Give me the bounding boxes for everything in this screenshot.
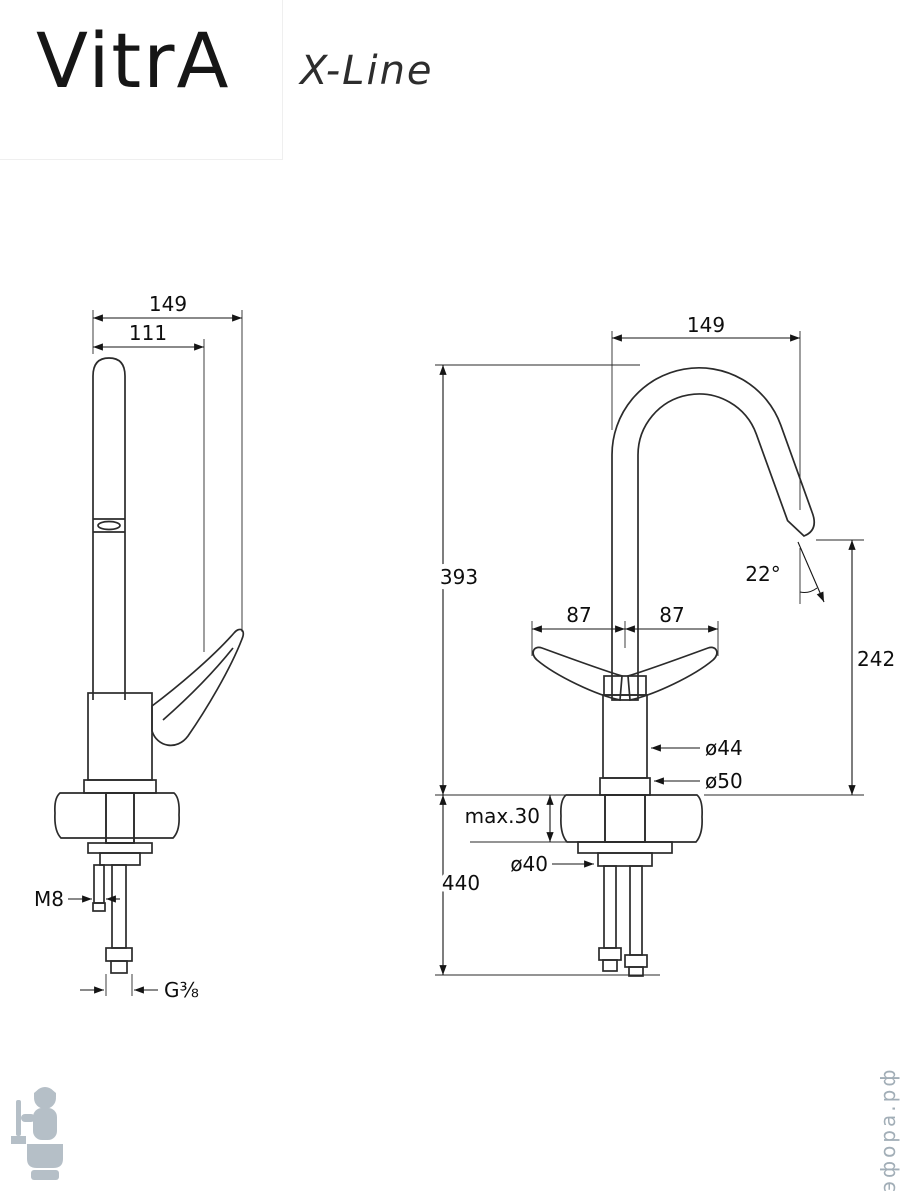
dim-label-reach-left: 87: [566, 603, 591, 627]
front-view-drawing: [532, 366, 816, 977]
shank-front: [604, 794, 646, 843]
plunger-stick: [16, 1100, 21, 1136]
dim-label-hose-length: 440: [442, 871, 480, 895]
hose-nipple-2: [628, 966, 644, 977]
side-view-drawing: [54, 357, 245, 974]
mascot-cap: [34, 1088, 56, 1097]
dim-440: 440: [435, 795, 660, 976]
handle-detail-line: [162, 647, 234, 721]
countertop-side: [54, 792, 180, 839]
dim-dia50: ø50: [654, 769, 743, 793]
handle-lever-side: [151, 628, 245, 747]
plunger-cup: [11, 1136, 26, 1144]
spout-tube-side: [92, 357, 126, 700]
shank-side: [105, 792, 135, 844]
supply-hose-2: [629, 865, 643, 956]
series-name: X-Line: [300, 48, 434, 94]
mounting-nut-front: [597, 852, 653, 867]
handle-paddle-right: [627, 646, 718, 702]
plumber-mascot-watermark: [11, 1087, 63, 1180]
dim-87-87: 87 87: [531, 603, 719, 656]
aerator-detail: [93, 518, 125, 533]
faucet-body-side: [87, 692, 153, 781]
horseshoe-washer-side: [87, 842, 153, 854]
m8-stud-tip: [92, 902, 106, 912]
dim-label-total-width-side: 149: [149, 292, 187, 316]
horseshoe-washer-front: [577, 841, 673, 854]
hose-nipple-side: [110, 960, 128, 974]
dim-22deg: 22°: [745, 541, 825, 604]
supply-hose-side: [111, 864, 127, 949]
mascot-arm: [21, 1114, 35, 1122]
dim-label-base-diameter: ø50: [705, 769, 743, 793]
faucet-body-front: [602, 694, 648, 779]
dim-label-angle: 22°: [745, 562, 780, 586]
dim-149-front: 149: [611, 313, 801, 510]
vitra-logo: VitrA: [36, 16, 231, 105]
countertop-front: [560, 794, 703, 843]
supply-hose-1: [603, 865, 617, 949]
mascot-torso: [33, 1108, 57, 1140]
dim-149-side: 149: [92, 292, 243, 632]
hose-nut-2: [624, 954, 648, 968]
dim-label-outlet-height: 242: [857, 647, 895, 671]
dim-label-spout-width-side: 111: [129, 321, 167, 345]
dim-g38: G⅜: [80, 974, 199, 1002]
logo-area-frame: [0, 0, 283, 160]
hose-nut-1: [598, 947, 622, 961]
site-watermark: эфора.рф: [876, 1066, 900, 1192]
spout-curve-front: [611, 366, 816, 701]
dim-label-hole-diameter: ø40: [510, 852, 548, 876]
base-flange-side: [83, 779, 157, 794]
dim-242: 242: [704, 539, 895, 796]
mounting-nut-side: [99, 852, 141, 866]
dim-label-body-diameter: ø44: [705, 736, 743, 760]
dim-label-hose-thread: G⅜: [164, 978, 199, 1002]
dim-393: 393: [435, 364, 640, 796]
dim-max30: max.30: [465, 795, 568, 843]
toilet-base: [31, 1170, 59, 1180]
handle-paddle-left: [532, 646, 623, 702]
dim-dia40: ø40: [510, 852, 594, 876]
dim-dia44: ø44: [651, 736, 743, 760]
side-view-dimensions: 149 111 M8 G⅜: [34, 292, 243, 1002]
dim-label-total-width-front: 149: [687, 313, 725, 337]
dim-label-deck-thickness: max.30: [465, 804, 540, 828]
hose-nipple-1: [602, 959, 618, 972]
front-view-dimensions: 149 393 22° 87 87: [435, 313, 895, 976]
handle-collar: [603, 675, 647, 696]
toilet-bowl: [27, 1144, 63, 1168]
hose-nut-side: [105, 947, 133, 962]
dim-label-reach-right: 87: [659, 603, 684, 627]
dim-label-thread: M8: [34, 887, 64, 911]
m8-stud: [93, 864, 105, 904]
dim-111-side: 111: [93, 321, 205, 652]
base-flange-front: [599, 777, 651, 796]
dim-label-spout-height: 393: [440, 565, 478, 589]
dim-m8: M8: [34, 887, 120, 911]
